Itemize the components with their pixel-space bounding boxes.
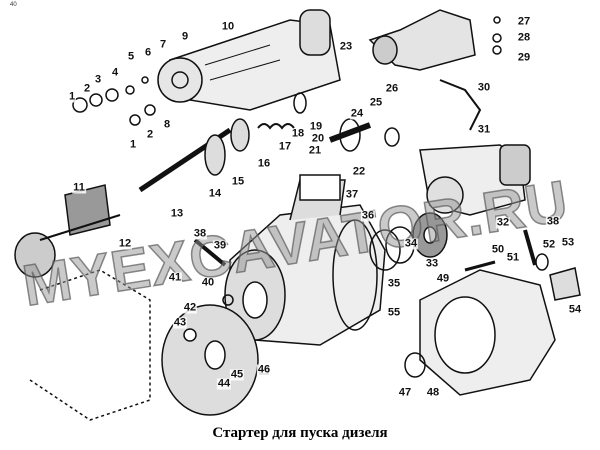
part-label-40: 40: [200, 276, 216, 289]
part-label-21: 21: [307, 144, 323, 157]
part-label-47: 47: [397, 386, 413, 399]
part-label-50: 50: [490, 243, 506, 256]
part-label-51: 51: [505, 251, 521, 264]
part-label-42: 42: [182, 301, 198, 314]
part-label-6: 6: [143, 46, 153, 59]
part-label-43: 43: [172, 316, 188, 329]
part-label-36: 36: [360, 209, 376, 222]
part-label-22: 22: [351, 165, 367, 178]
part-label-41: 41: [167, 271, 183, 284]
part-label-39: 39: [212, 239, 228, 252]
part-label-27: 27: [516, 15, 532, 28]
part-label-33: 33: [424, 257, 440, 270]
part-label-16: 16: [256, 157, 272, 170]
part-label-37: 37: [344, 188, 360, 201]
part-label-34: 34: [403, 237, 419, 250]
part-label-54: 54: [567, 303, 583, 316]
part-label-18: 18: [290, 127, 306, 140]
part-label-17: 17: [277, 140, 293, 153]
part-label-14: 14: [207, 187, 223, 200]
part-label-2: 2: [82, 82, 92, 95]
part-label-28: 28: [516, 31, 532, 44]
diagram-caption: Стартер для пуска дизеля: [212, 425, 388, 441]
part-label-29: 29: [516, 51, 532, 64]
part-label-9: 9: [180, 30, 190, 43]
small-washers: [72, 76, 156, 126]
part-label-30: 30: [476, 81, 492, 94]
part-label-20: 20: [310, 132, 326, 145]
part-label-38: 38: [545, 215, 561, 228]
part-label-53: 53: [560, 236, 576, 249]
corner-mark: 40: [10, 2, 17, 8]
part-label-35: 35: [386, 277, 402, 290]
part-label-44: 44: [216, 377, 232, 390]
part-label-45: 45: [229, 368, 245, 381]
solenoid-gear-assembly: [419, 144, 531, 216]
part-label-46: 46: [256, 363, 272, 376]
part-label-10: 10: [220, 20, 236, 33]
part-label-11: 11: [72, 181, 86, 194]
part-label-4: 4: [110, 66, 120, 79]
part-label-23: 23: [338, 40, 354, 53]
part-label-3: 3: [93, 73, 103, 86]
part-label-19: 19: [308, 120, 324, 133]
part-label-12: 12: [117, 237, 133, 250]
gasket-plate: [29, 238, 269, 421]
part-label-1: 1: [128, 138, 138, 151]
seal-rings: [369, 212, 448, 271]
part-label-2: 2: [145, 128, 155, 141]
part-label-24: 24: [349, 107, 365, 120]
part-label-48: 48: [425, 386, 441, 399]
part-label-7: 7: [158, 38, 168, 51]
part-label-55: 55: [386, 306, 402, 319]
part-label-15: 15: [230, 175, 246, 188]
shaft-and-gears: [138, 92, 400, 193]
part-label-8: 8: [162, 118, 172, 131]
starter-motor: [157, 9, 341, 111]
bracket-and-sleeve: [368, 9, 502, 131]
part-label-5: 5: [126, 50, 136, 63]
plug-piston: [14, 184, 121, 278]
part-label-52: 52: [541, 238, 557, 251]
part-label-31: 31: [476, 123, 492, 136]
part-label-26: 26: [384, 82, 400, 95]
part-label-49: 49: [435, 272, 451, 285]
part-label-32: 32: [495, 216, 511, 229]
front-cover: [404, 229, 581, 396]
part-label-1: 1: [67, 90, 77, 103]
part-label-13: 13: [169, 207, 185, 220]
part-label-25: 25: [368, 96, 384, 109]
part-label-38: 38: [192, 227, 208, 240]
